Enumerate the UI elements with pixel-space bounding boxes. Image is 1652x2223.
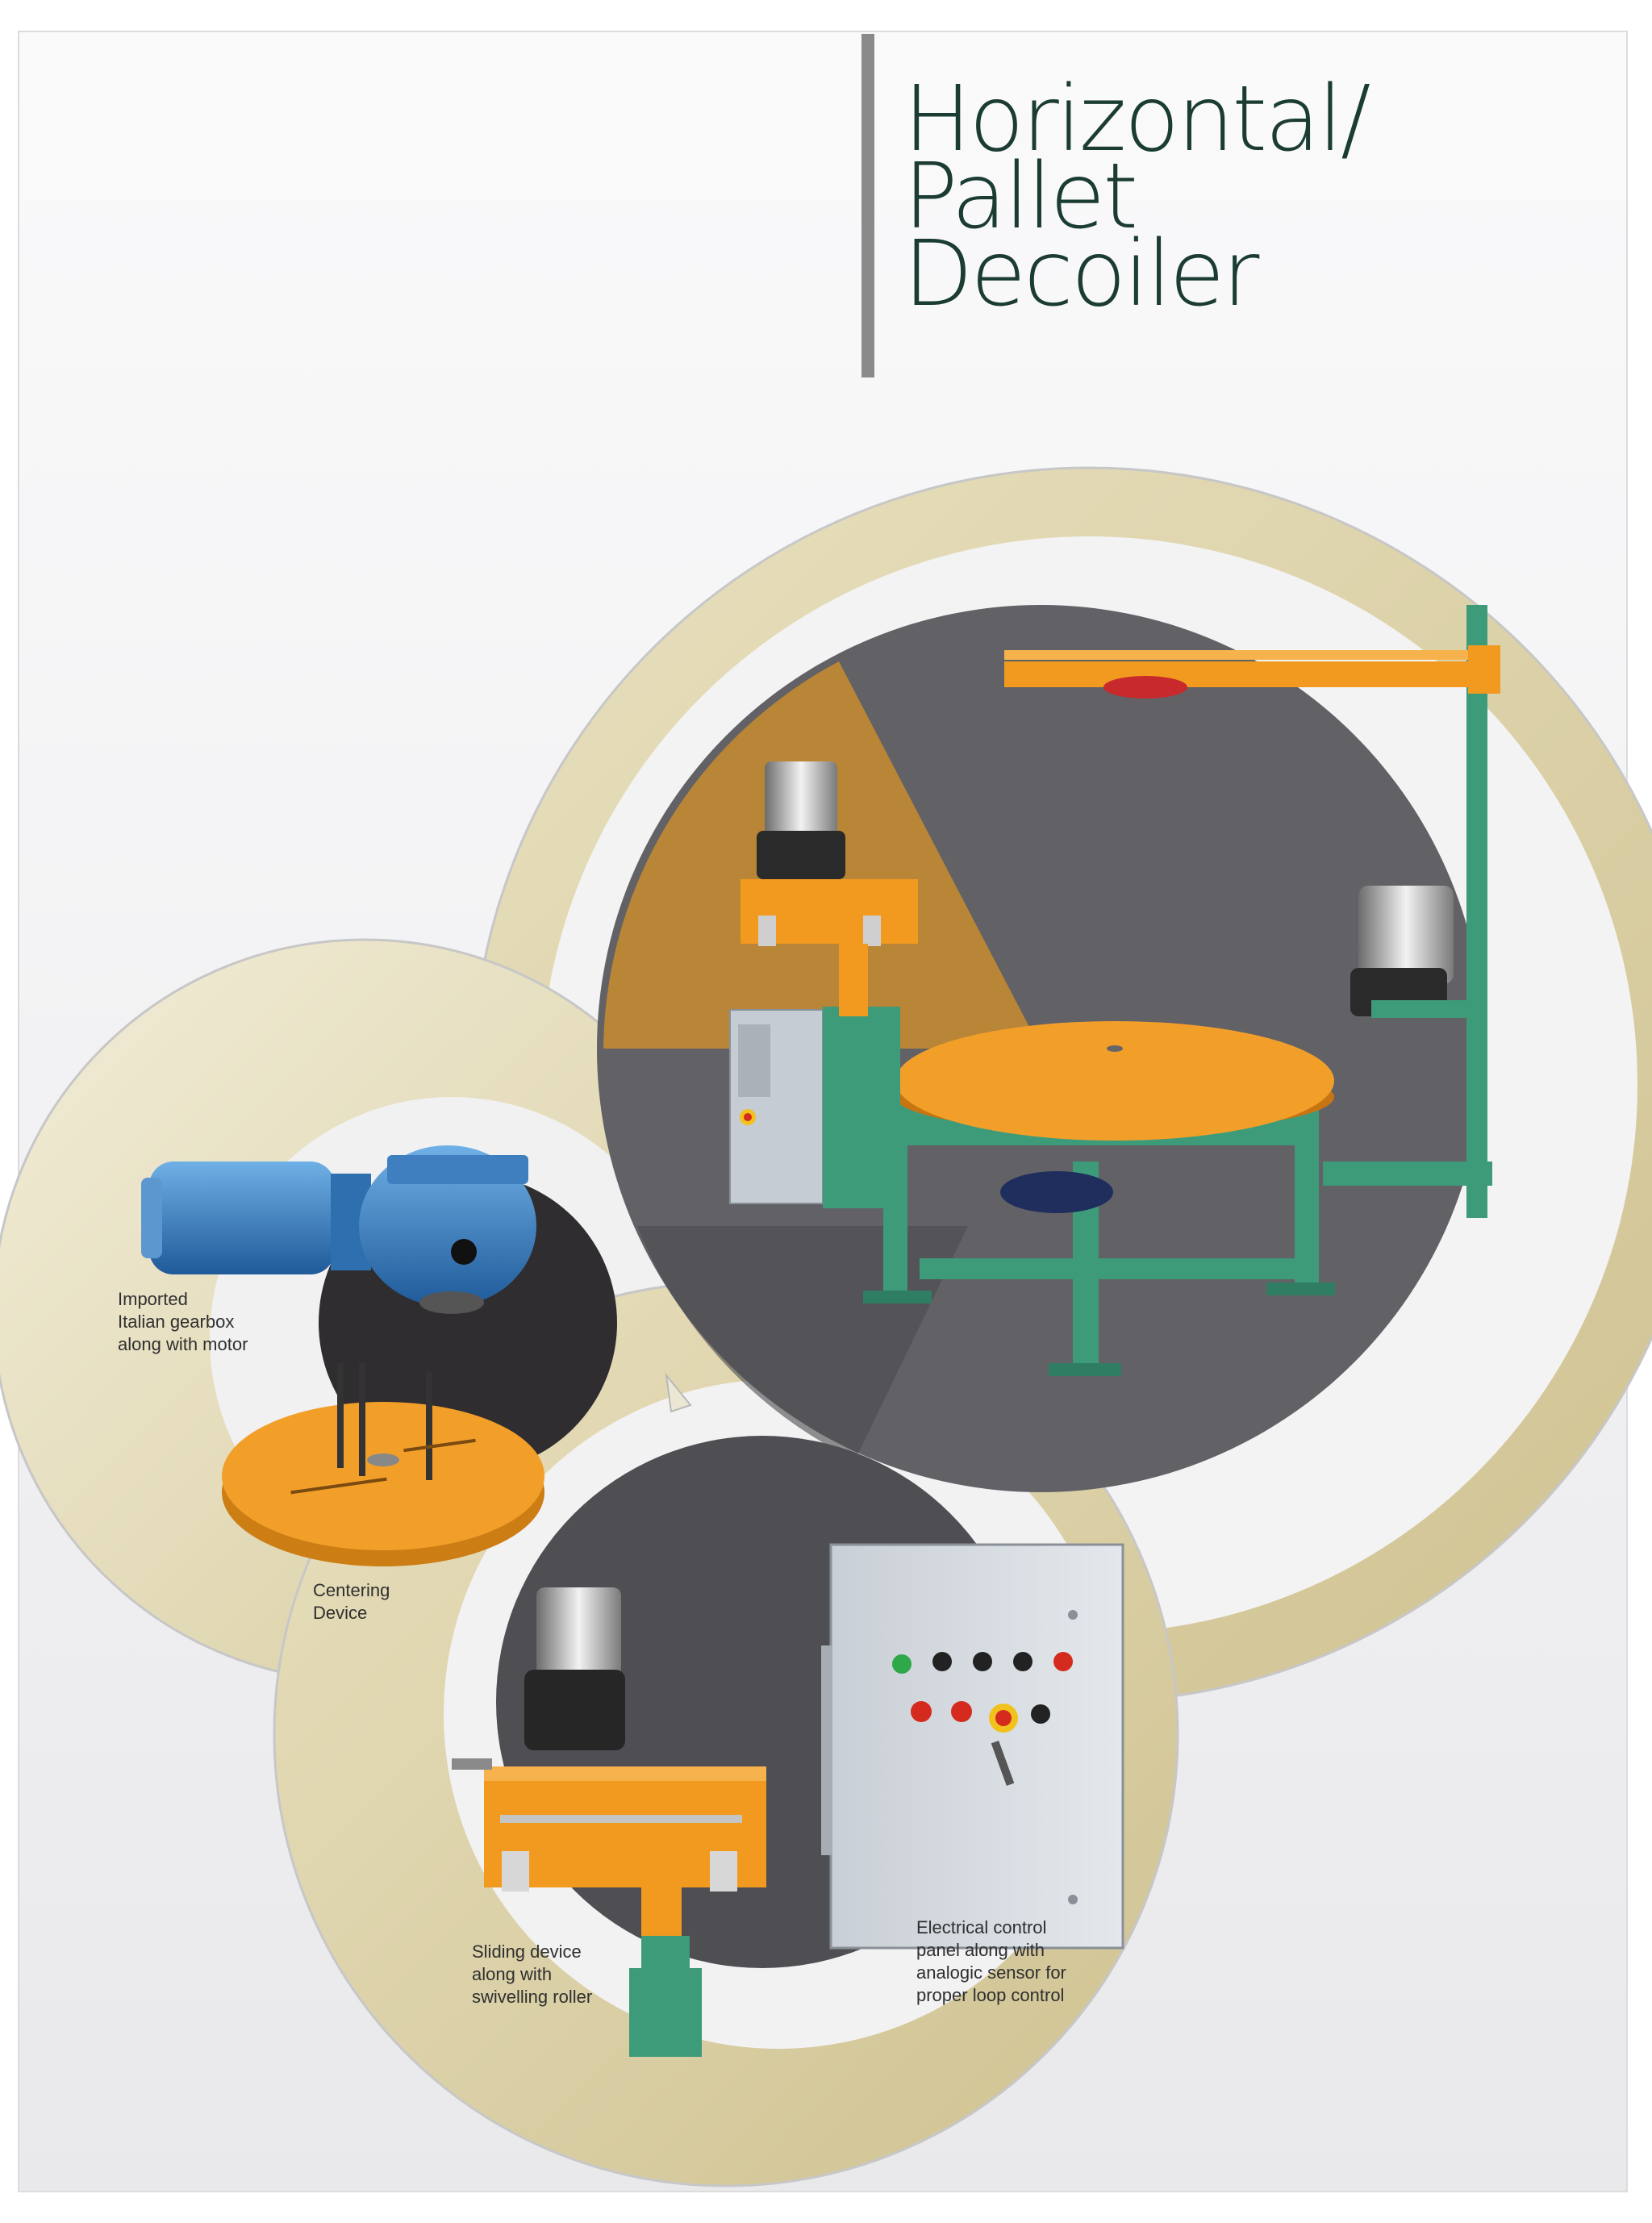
- title-line-1: Horizontal/: [903, 67, 1371, 172]
- caption-gearbox-line-2: Italian gearbox: [118, 1312, 235, 1332]
- caption-centering-line-2: Device: [313, 1603, 368, 1623]
- caption-panel: Electrical control panel along with anal…: [916, 1916, 1066, 2007]
- caption-panel-line-3: analogic sensor for: [916, 1962, 1066, 1983]
- caption-panel-line-4: proper loop control: [916, 1985, 1065, 2005]
- title-line-3: Decoiler: [903, 222, 1259, 327]
- page-title: Horizontal/ Pallet Decoiler: [903, 67, 1371, 327]
- title-line-2: Pallet: [903, 144, 1138, 249]
- caption-centering: Centering Device: [313, 1579, 390, 1624]
- caption-sliding-line-1: Sliding device: [472, 1941, 582, 1962]
- caption-centering-line-1: Centering: [313, 1580, 390, 1600]
- title-accent-bar: [861, 34, 874, 377]
- caption-gearbox: Imported Italian gearbox along with moto…: [118, 1288, 248, 1356]
- electrical-panel: [821, 1543, 1124, 1950]
- sliding-device: [452, 1587, 766, 2057]
- caption-sliding: Sliding device along with swivelling rol…: [472, 1941, 592, 2008]
- gearbox-motor: [141, 1145, 536, 1314]
- main-machine: [729, 605, 1500, 1376]
- caption-gearbox-line-1: Imported: [118, 1289, 188, 1309]
- caption-sliding-line-3: swivelling roller: [472, 1987, 593, 2007]
- caption-gearbox-line-3: along with motor: [118, 1334, 248, 1354]
- caption-panel-line-2: panel along with: [916, 1940, 1045, 1960]
- caption-panel-line-1: Electrical control: [916, 1917, 1047, 1937]
- caption-sliding-line-2: along with: [472, 1964, 553, 1984]
- centering-device: [222, 1363, 544, 1566]
- triangle-marker: [665, 1372, 692, 1413]
